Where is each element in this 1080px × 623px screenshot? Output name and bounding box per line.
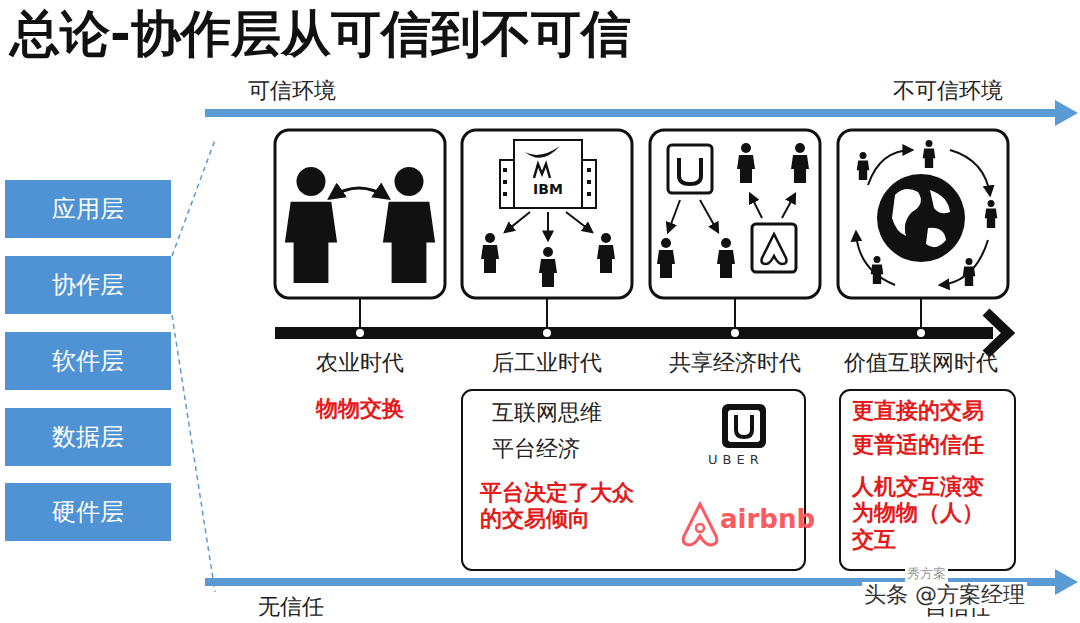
layer-box: 数据层: [5, 408, 171, 466]
era-label: 后工业时代: [457, 350, 637, 376]
platform-box-outline: [462, 390, 805, 570]
era-label: 农业时代: [270, 350, 450, 376]
layer-box: 软件层: [5, 332, 171, 390]
value-box-outline: [840, 390, 1015, 570]
era-label: 价值互联网时代: [826, 350, 1016, 376]
platform-box: 互联网思维平台经济平台决定了大众的交易倾向 UBER airbnb: [462, 390, 822, 570]
body-text: 互联网思维: [492, 400, 602, 426]
layer-label: 数据层: [52, 423, 124, 452]
layer-label: 软件层: [52, 347, 124, 376]
logo-text: UBER: [708, 452, 764, 468]
layer-label: 硬件层: [52, 498, 124, 527]
era-label: 共享经济时代: [640, 350, 830, 376]
uber-logo: [722, 404, 766, 448]
barter-figures: [285, 167, 435, 283]
era-feature: 物物交换: [270, 396, 450, 422]
trust-arrow-top: [205, 100, 1078, 126]
layer-box: 硬件层: [5, 483, 171, 541]
highlight-text: 人机交互演变为物物（人）交互: [852, 474, 1000, 553]
highlight-text: 平台决定了大众的交易倾向: [480, 480, 648, 533]
timeline: [275, 298, 1008, 354]
slide-title: 总论-协作层从可信到不可信: [10, 4, 631, 64]
corporate-building: [481, 140, 615, 287]
layer-box: 应用层: [5, 180, 171, 238]
company-logo-text: IBM: [514, 181, 582, 198]
environment-label: 可信环境: [248, 78, 336, 104]
body-text: 平台经济: [492, 436, 580, 462]
layer-label: 协作层: [52, 271, 124, 300]
value-box: 更直接的交易更普适的信任人机交互演变为物物（人）交互: [840, 390, 1015, 570]
airbnb-logo: [683, 504, 717, 545]
watermark: 头条 @方案经理: [862, 582, 1027, 608]
trust-label: 无信任: [258, 594, 324, 620]
globe-network: [856, 140, 997, 286]
environment-label: 不可信环境: [893, 78, 1003, 104]
leader-line: [172, 140, 215, 256]
layer-box: 协作层: [5, 256, 171, 314]
layer-label: 应用层: [52, 195, 124, 224]
highlight-text: 更普适的信任: [852, 432, 984, 458]
leader-line: [172, 315, 215, 592]
highlight-text: 更直接的交易: [852, 398, 984, 424]
watermark: 秀方案: [905, 566, 948, 582]
logo-text: airbnb: [720, 504, 815, 535]
sharing-economy-figures: [657, 143, 809, 278]
era-panels: [275, 130, 1008, 298]
